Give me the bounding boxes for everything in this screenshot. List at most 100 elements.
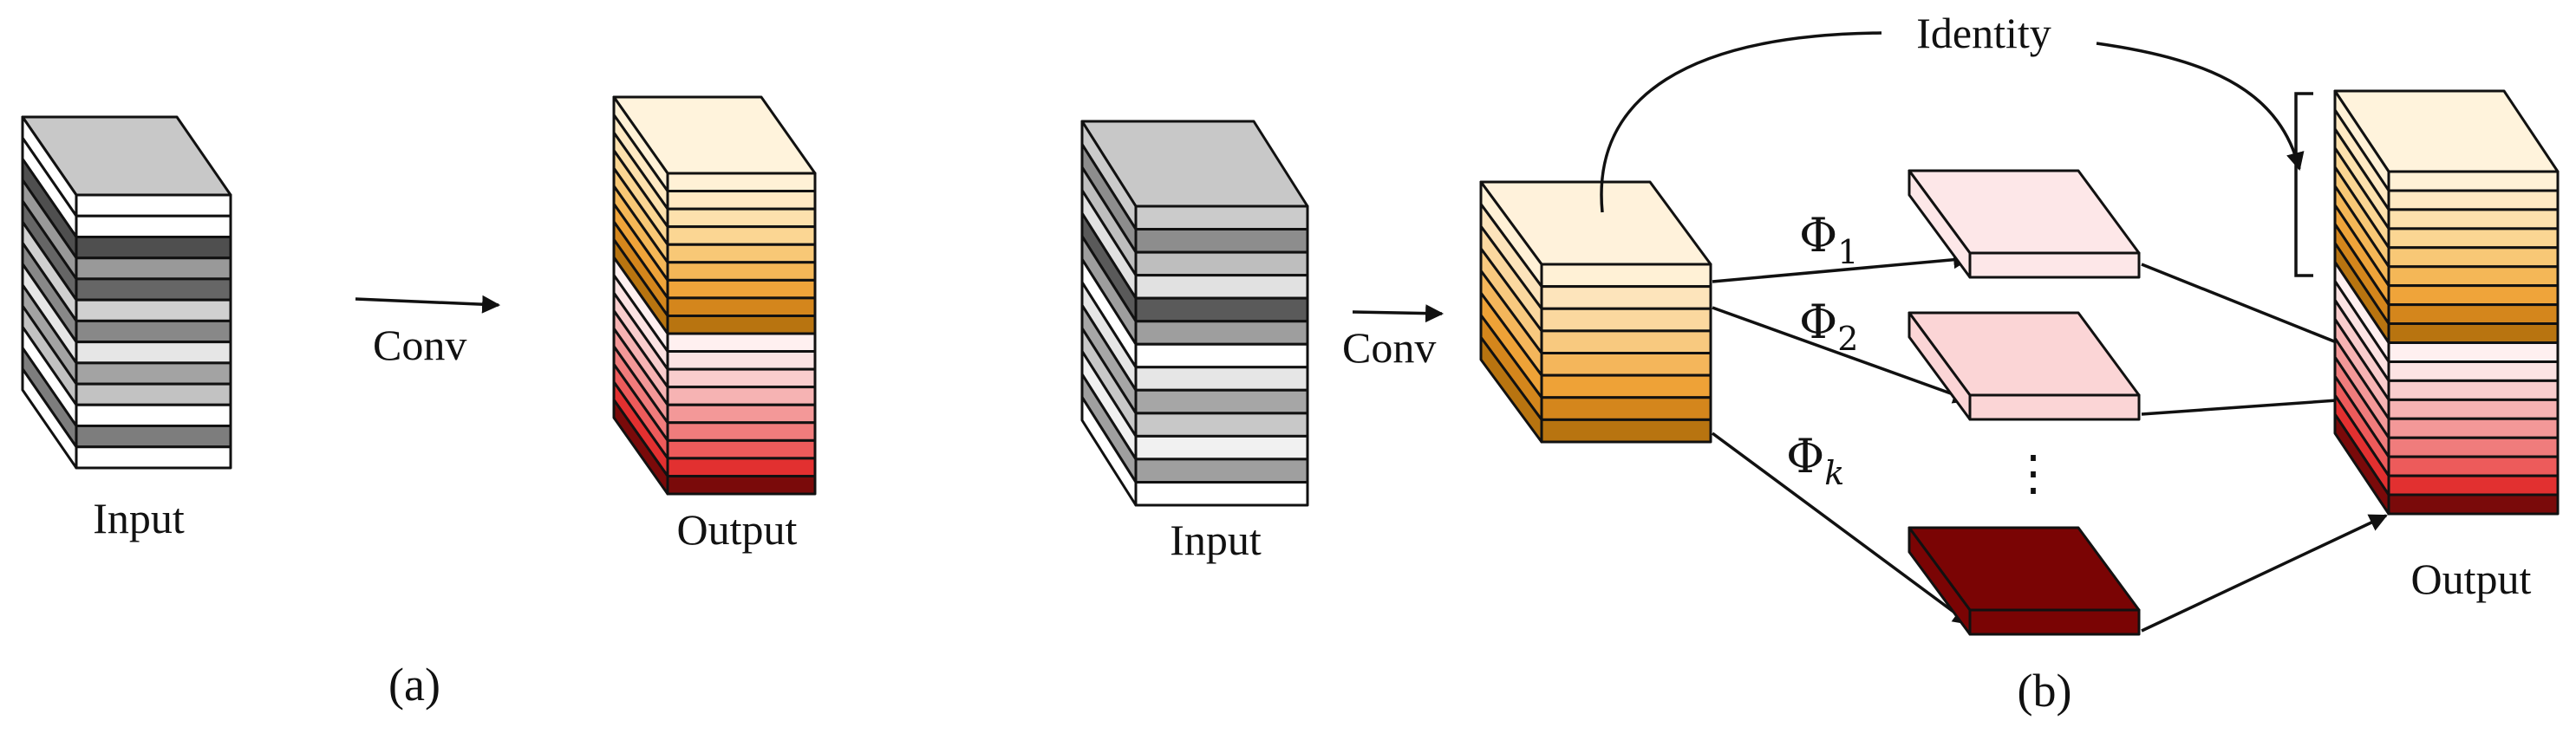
panel-b-input-block [1080, 120, 1309, 507]
panel-a-input-front-layer [75, 361, 232, 386]
panel-a-output-front-layer [666, 261, 817, 282]
panel-a-output-front-layer [666, 278, 817, 300]
panel-a-output-front-layer [666, 243, 817, 264]
panel-b-output-front-layer [2387, 379, 2560, 401]
panel-a-output-front-layer [666, 172, 817, 193]
panel-a-input-front-layer [75, 319, 232, 344]
phi-1-arrow [1712, 250, 1973, 283]
panel-b-conv-arrow [1352, 304, 1445, 323]
panel-b-input-front-layer [1134, 434, 1309, 461]
panel-b-output-front-layer [2387, 360, 2560, 382]
panel-a-output-label: Output [677, 505, 798, 554]
panel-b-output-front-layer [2387, 398, 2560, 420]
panel-a-input-front-layer [75, 445, 232, 470]
panel-a-output-front-layer [666, 296, 817, 317]
panel-b-input-front-layer [1134, 320, 1309, 346]
panel-b-intrinsic-front-layer [1540, 396, 1712, 421]
phi-1-map-front [1968, 251, 2141, 279]
ghost-k-to-output-arrow [2141, 514, 2388, 633]
panel-b-input-front-layer [1134, 366, 1309, 392]
panel-a: Conv Input Output (a) [21, 95, 817, 711]
panel-a-input-front-layer [75, 425, 232, 449]
panel-b-input-front-layer [1134, 480, 1309, 507]
panel-b-intrinsic-feature-block [1479, 180, 1712, 444]
panel-a-output-block [612, 95, 817, 496]
phi-k-label: Φk [1786, 429, 1844, 492]
panel-b-input-front-layer [1134, 388, 1309, 415]
panel-b-output-front-layer [2387, 208, 2560, 230]
phi-1-label: Φ1 [1799, 208, 1858, 271]
panel-b-input-front-layer [1134, 228, 1309, 254]
panel-b-output-front-layer [2387, 227, 2560, 250]
panel-a-output-front-layer [666, 403, 817, 425]
panel-b-input-front-layer [1134, 296, 1309, 323]
panel-a-output-front-layer [666, 386, 817, 406]
panel-a-output-front-layer [666, 457, 817, 477]
panel-a-input-front-layer [75, 341, 232, 365]
panel-b-input-front-layer [1134, 250, 1309, 277]
ghost-maps-ellipsis: ⋮ [2009, 447, 2058, 501]
panel-a-conv-label: Conv [373, 321, 466, 369]
phi-k-arrow [1711, 432, 1972, 626]
panel-a-input-front-layer [75, 193, 232, 217]
panel-b-input-front-layer [1134, 204, 1309, 231]
panel-a-input-front-layer [75, 403, 232, 428]
panel-a-output-front-layer [666, 421, 817, 442]
panel-b-output-front-layer [2387, 265, 2560, 288]
phi-k-map-front [1968, 608, 2141, 636]
panel-b-input-front-layer [1134, 342, 1309, 369]
panel-b-output-front-layer [2387, 474, 2560, 497]
panel-a-conv-arrow [355, 295, 501, 314]
panel-b-output-front-layer [2387, 322, 2560, 344]
panel-a-input-front-layer [75, 382, 232, 406]
panel-b-input-front-layer [1134, 274, 1309, 300]
panel-a-output-front-layer [666, 438, 817, 460]
phi-2-arrow [1712, 306, 1972, 404]
panel-b-output-front-layer [2387, 284, 2560, 307]
panel-b-intrinsic-front-layer [1540, 263, 1712, 289]
panel-a-output-front-layer [666, 367, 817, 389]
panel-a-input-block [21, 115, 232, 470]
panel-b-intrinsic-front-layer [1540, 373, 1712, 399]
panel-a-input-front-layer [75, 277, 232, 302]
panel-a-input-front-layer [75, 214, 232, 238]
panel-b-output-front-layer [2387, 246, 2560, 269]
phi-2-label: Φ2 [1799, 295, 1858, 358]
panel-b-intrinsic-front-layer [1540, 352, 1712, 377]
identity-label: Identity [1916, 9, 2051, 57]
panel-a-output-front-layer [666, 474, 817, 496]
panel-a-caption: (a) [388, 659, 440, 711]
panel-a-output-front-layer [666, 190, 817, 211]
panel-b-caption: (b) [2018, 665, 2072, 717]
panel-a-output-front-layer [666, 332, 817, 354]
panel-b-intrinsic-front-layer [1540, 307, 1712, 333]
panel-b-input-front-layer [1134, 458, 1309, 484]
panel-a-output-front-layer [666, 225, 817, 246]
panel-a-output-front-layer [666, 350, 817, 371]
panel-b-ghost-maps [1908, 169, 2141, 636]
panel-b-output-front-layer [2387, 417, 2560, 439]
panel-a-input-label: Input [93, 494, 185, 542]
identity-bracket [2294, 92, 2313, 277]
panel-b-intrinsic-front-layer [1540, 329, 1712, 354]
panel-b-input-front-layer [1134, 412, 1309, 438]
panel-b-output-front-layer [2387, 189, 2560, 211]
identity-connection-curve [1600, 31, 1882, 213]
panel-b-output-front-layer [2387, 303, 2560, 326]
panel-b-output-front-layer [2387, 341, 2560, 363]
panel-b-output-block [2333, 89, 2560, 516]
identity-arrow-curve [2096, 42, 2305, 172]
panel-b-intrinsic-front-layer [1540, 418, 1712, 444]
panel-b-input-label: Input [1170, 516, 1262, 564]
panel-b-output-front-layer [2387, 436, 2560, 458]
panel-b: Input Conv Identity Φ1 Φ2 Φk ⋮ Output (b… [1080, 9, 2560, 717]
panel-a-output-front-layer [666, 314, 817, 335]
phi-2-map-front [1968, 393, 2141, 421]
panel-b-conv-label: Conv [1342, 323, 1436, 372]
panel-a-input-front-layer [75, 235, 232, 260]
panel-a-input-front-layer [75, 256, 232, 281]
panel-b-output-front-layer [2387, 170, 2560, 192]
panel-a-output-front-layer [666, 207, 817, 229]
panel-b-output-front-layer [2387, 455, 2560, 477]
